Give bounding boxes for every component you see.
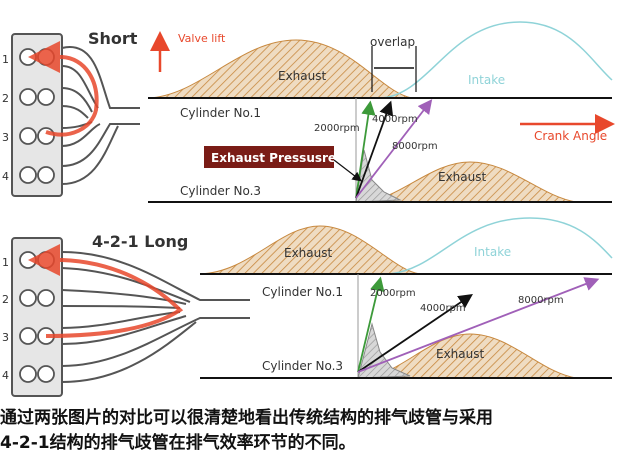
panel-title-long: 4-2-1 Long: [92, 232, 188, 251]
exhaust-curve-bottom: [199, 225, 421, 275]
top-panel: 1 2 3 4 Short Valve lift Exhau: [2, 21, 615, 203]
cylinder-number: 3: [2, 331, 9, 344]
caption: 通过两张图片的对比可以很清楚地看出传统结构的排气歧管与采用 4-2-1结构的排气…: [0, 406, 620, 471]
exhaust-label: Exhaust: [284, 246, 333, 260]
rpm-arrow-8000: [357, 277, 600, 373]
exhaust-flow-arrow-bottom: [28, 244, 184, 338]
exhaust-pressure-box: [204, 146, 334, 168]
cylinder-number: 1: [2, 256, 9, 269]
engine-block-top: [11, 33, 63, 197]
cylinder-number: 4: [2, 369, 9, 382]
overlap-label: overlap: [370, 35, 415, 49]
engine-block-bottom: [11, 237, 63, 397]
intake-curve-bottom: [389, 217, 613, 275]
rpm-arrow-2000: [357, 276, 385, 373]
exhaust-curve-cyl3-bottom: [361, 333, 577, 379]
rpm-arrow-4000: [357, 293, 473, 373]
intake-label: Intake: [468, 73, 505, 87]
rpm-label: 8000rpm: [392, 141, 438, 152]
cylinder1-label: Cylinder No.1: [262, 285, 343, 299]
rpm-label: 2000rpm: [370, 288, 416, 299]
short-manifold: [61, 45, 140, 185]
pressure-pulse-bottom: [357, 322, 411, 379]
exhaust-label: Exhaust: [278, 69, 327, 83]
exhaust-pressure-pointer: [333, 159, 362, 182]
rpm-arrow-8000: [355, 99, 433, 199]
cylinder-number: 2: [2, 92, 9, 105]
crank-angle-label: Crank Angle: [534, 129, 607, 143]
valve-lift-label: Valve lift: [178, 32, 226, 45]
cylinder-number: 4: [2, 170, 9, 183]
cylinder1-label: Cylinder No.1: [180, 106, 261, 120]
caption-line-1: 通过两张图片的对比可以很清楚地看出传统结构的排气歧管与采用: [0, 408, 493, 428]
cylinder3-label: Cylinder No.3: [180, 184, 261, 198]
manifold-diagram: 1 2 3 4 Short Valve lift Exhau: [2, 21, 615, 397]
rpm-label: 4000rpm: [372, 114, 418, 125]
lower-exhaust-label: Exhaust: [438, 170, 487, 184]
long-manifold: [61, 251, 250, 383]
rpm-arrow-4000: [355, 100, 394, 199]
cylinder-number: 3: [2, 131, 9, 144]
rpm-label: 2000rpm: [314, 123, 360, 134]
cylinder-number: 1: [2, 53, 9, 66]
cylinder3-label: Cylinder No.3: [262, 359, 343, 373]
intake-curve-top: [381, 21, 613, 99]
exhaust-curve-cyl3-top: [361, 161, 577, 203]
rpm-arrow-2000: [355, 100, 376, 199]
rpm-label: 8000rpm: [518, 295, 564, 306]
exhaust-flow-arrow-top: [28, 41, 99, 137]
exhaust-pressure-label: Exhaust Pressusre: [211, 151, 336, 165]
exhaust-curve-top: [147, 39, 413, 99]
rpm-label: 4000rpm: [420, 303, 466, 314]
caption-line-2: 4-2-1结构的排气歧管在排气效率环节的不同。: [0, 433, 356, 453]
bottom-panel: 1 2 3 4 4-2-1 Long Exhaust Intake Cy: [2, 217, 613, 397]
cylinder-number: 2: [2, 293, 9, 306]
intake-label: Intake: [474, 245, 511, 259]
lower-exhaust-label: Exhaust: [436, 347, 485, 361]
panel-title-short: Short: [88, 29, 138, 48]
